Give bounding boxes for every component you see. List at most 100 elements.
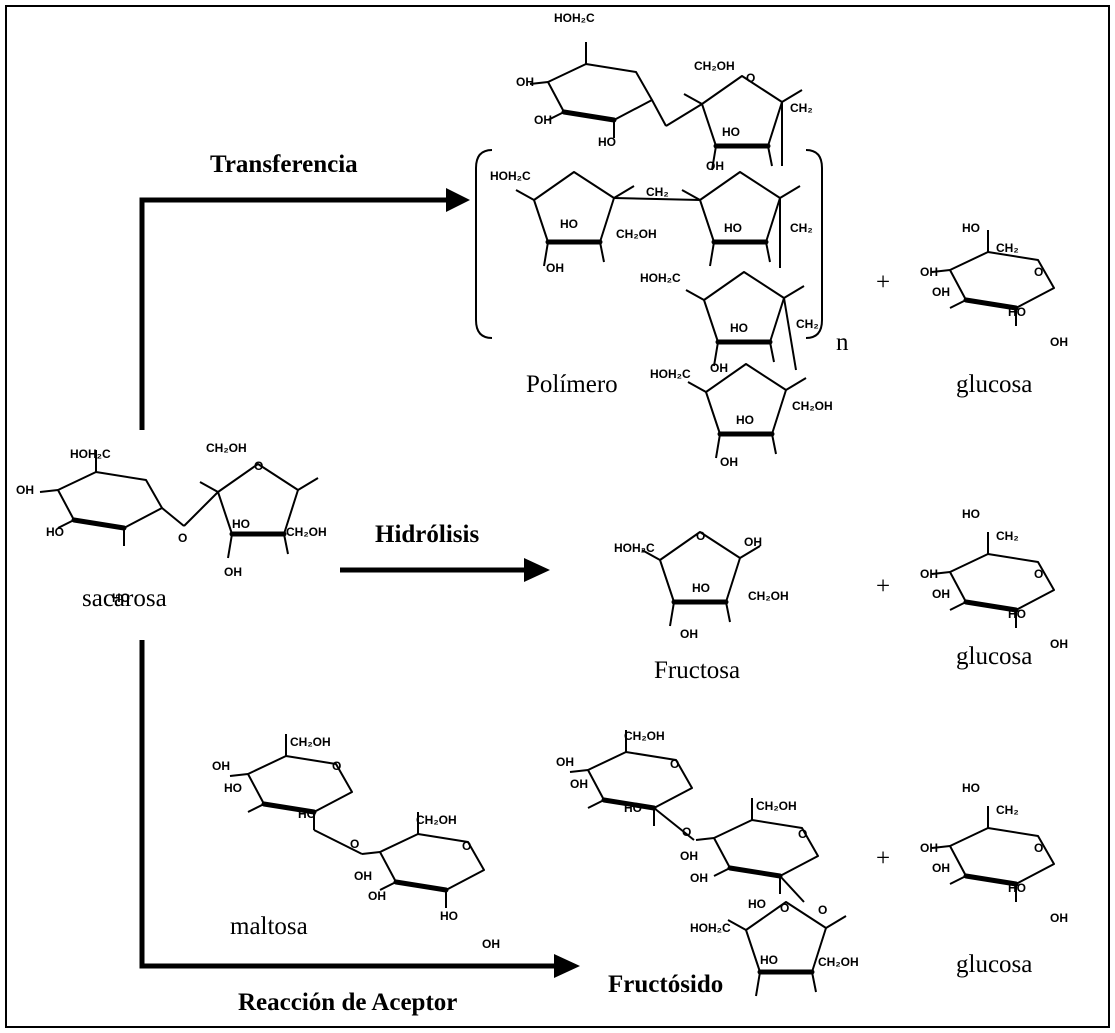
svg-text:O: O <box>818 903 827 917</box>
svg-text:O: O <box>696 529 705 543</box>
svg-text:OH: OH <box>920 567 938 581</box>
svg-text:OH: OH <box>690 871 708 885</box>
fructoside-label: Fructósido <box>608 971 723 998</box>
svg-text:CH₂: CH₂ <box>790 221 813 235</box>
svg-text:CH₂: CH₂ <box>646 185 669 199</box>
svg-text:HOH₂C: HOH₂C <box>614 541 655 555</box>
svg-text:OH: OH <box>932 587 950 601</box>
svg-text:O: O <box>1034 567 1043 581</box>
acceptor-arrow <box>139 640 580 978</box>
glucose-structure-1: HO CH₂ OH O OH HO OH <box>920 221 1068 349</box>
svg-text:CH₂OH: CH₂OH <box>818 955 859 969</box>
svg-text:CH₂: CH₂ <box>996 803 1019 817</box>
glucose-label-2: glucosa <box>956 643 1032 670</box>
svg-text:HO: HO <box>112 591 130 605</box>
transfer-arrow <box>139 188 470 430</box>
svg-text:HO: HO <box>760 953 778 967</box>
svg-text:OH: OH <box>932 285 950 299</box>
svg-text:O: O <box>746 71 755 85</box>
svg-text:HO: HO <box>624 801 642 815</box>
svg-text:OH: OH <box>706 159 724 173</box>
svg-text:HO: HO <box>46 525 64 539</box>
svg-text:OH: OH <box>710 361 728 375</box>
svg-text:HO: HO <box>298 807 316 821</box>
svg-text:HO: HO <box>722 125 740 139</box>
fructose-label: Fructosa <box>654 657 740 684</box>
svg-text:CH₂: CH₂ <box>996 241 1019 255</box>
svg-text:CH₂OH: CH₂OH <box>756 799 797 813</box>
figure-frame <box>5 5 1110 1028</box>
svg-text:CH₂: CH₂ <box>996 529 1019 543</box>
svg-text:HOH₂C: HOH₂C <box>490 169 531 183</box>
svg-text:OH: OH <box>720 455 738 469</box>
svg-text:OH: OH <box>1050 911 1068 925</box>
svg-text:HOH₂C: HOH₂C <box>650 367 691 381</box>
svg-text:HO: HO <box>560 217 578 231</box>
svg-text:O: O <box>350 837 359 851</box>
svg-text:OH: OH <box>482 937 500 951</box>
svg-text:CH₂OH: CH₂OH <box>624 729 665 743</box>
svg-text:CH₂: CH₂ <box>790 101 813 115</box>
svg-text:OH: OH <box>516 75 534 89</box>
svg-text:O: O <box>254 459 263 473</box>
svg-text:HO: HO <box>1008 881 1026 895</box>
glucose-label-1: glucosa <box>956 371 1032 398</box>
svg-text:CH₂OH: CH₂OH <box>616 227 657 241</box>
hydrolysis-arrow <box>340 558 550 582</box>
svg-text:HO: HO <box>730 321 748 335</box>
svg-text:O: O <box>798 827 807 841</box>
transfer-label: Transferencia <box>210 151 358 178</box>
svg-text:HO: HO <box>440 909 458 923</box>
glucose-structure-2: HO CH₂ OH O OH HO OH <box>920 507 1068 651</box>
svg-text:HO: HO <box>1008 305 1026 319</box>
svg-text:O: O <box>780 901 789 915</box>
svg-text:O: O <box>332 759 341 773</box>
svg-text:HO: HO <box>692 581 710 595</box>
svg-text:HO: HO <box>736 413 754 427</box>
svg-text:HO: HO <box>962 507 980 521</box>
svg-text:CH₂: CH₂ <box>796 317 819 331</box>
svg-text:HO: HO <box>1008 607 1026 621</box>
svg-text:CH₂OH: CH₂OH <box>290 735 331 749</box>
svg-text:OH: OH <box>920 841 938 855</box>
svg-text:CH₂OH: CH₂OH <box>694 59 735 73</box>
svg-text:HOH₂C: HOH₂C <box>70 447 111 461</box>
maltose-label: maltosa <box>230 913 308 940</box>
sucrose-label: sacarosa <box>82 585 167 612</box>
svg-text:O: O <box>1034 265 1043 279</box>
svg-text:O: O <box>178 531 187 545</box>
acceptor-label: Reacción de Aceptor <box>238 989 457 1016</box>
svg-text:HO: HO <box>724 221 742 235</box>
svg-text:CH₂OH: CH₂OH <box>416 813 457 827</box>
svg-text:CH₂OH: CH₂OH <box>748 589 789 603</box>
svg-text:OH: OH <box>556 755 574 769</box>
plus-sign-2: + <box>876 573 890 600</box>
svg-text:OH: OH <box>932 861 950 875</box>
svg-text:OH: OH <box>368 889 386 903</box>
svg-text:OH: OH <box>212 759 230 773</box>
svg-text:OH: OH <box>354 869 372 883</box>
svg-text:OH: OH <box>534 113 552 127</box>
svg-text:HO: HO <box>232 517 250 531</box>
svg-text:O: O <box>682 825 691 839</box>
fructose-structure: HOH₂C O OH HO CH₂OH OH <box>614 529 789 641</box>
svg-text:OH: OH <box>1050 335 1068 349</box>
hydrolysis-label: Hidrólisis <box>375 521 479 548</box>
svg-text:OH: OH <box>744 535 762 549</box>
svg-text:HOH₂C: HOH₂C <box>640 271 681 285</box>
svg-text:HO: HO <box>962 221 980 235</box>
svg-text:OH: OH <box>1050 637 1068 651</box>
polymer-label: Polímero <box>526 371 618 398</box>
maltose-structure: CH₂OH OH O HO HO O CH₂OH O OH OH HO OH <box>212 734 500 951</box>
svg-text:HO: HO <box>962 781 980 795</box>
svg-text:O: O <box>1034 841 1043 855</box>
polymer-repeat-n: n <box>836 329 849 356</box>
svg-text:O: O <box>462 839 471 853</box>
svg-text:CH₂OH: CH₂OH <box>206 441 247 455</box>
svg-text:HO: HO <box>748 897 766 911</box>
svg-text:OH: OH <box>570 777 588 791</box>
svg-text:OH: OH <box>680 627 698 641</box>
svg-text:OH: OH <box>920 265 938 279</box>
fructoside-structure: CH₂OH OH O OH HO O CH₂OH OH O OH HO HOH₂… <box>556 729 859 996</box>
plus-sign-1: + <box>876 269 890 296</box>
